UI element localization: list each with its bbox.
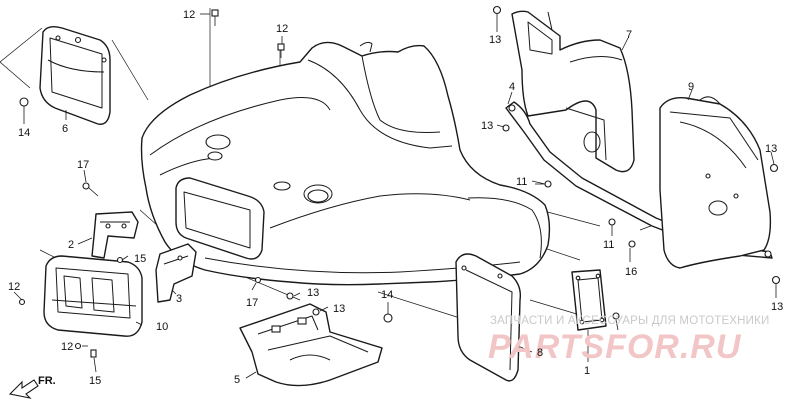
bolt-icon [286, 292, 294, 300]
callout-11: 11 [516, 176, 527, 188]
callout-13: 13 [307, 287, 319, 299]
part-3-bracket [155, 243, 197, 303]
watermark-tagline: ЗАПЧАСТИ И АКСЕССУАРЫ ДЛЯ МОТОТЕХНИКИ [490, 315, 770, 327]
part-10-headlight-case [43, 255, 143, 337]
watermark-logo: PARTSFOR.RU [488, 328, 742, 366]
callout-13: 13 [765, 143, 777, 155]
callout-6: 6 [62, 123, 68, 135]
screw-icon [90, 349, 97, 358]
bolt-icon [312, 308, 320, 316]
callout-17: 17 [246, 297, 258, 309]
nut-icon [383, 313, 393, 323]
part-8-flap [455, 253, 522, 382]
callout-15: 15 [89, 375, 101, 387]
callout-13: 13 [481, 120, 493, 132]
screw-icon [18, 298, 26, 306]
watermark: ЗАПЧАСТИ И АКСЕССУАРЫ ДЛЯ МОТОТЕХНИКИ PA… [488, 315, 770, 366]
part-4-stay [505, 101, 773, 259]
callout-2: 2 [68, 239, 74, 251]
nut-icon [19, 97, 29, 107]
nut-icon [769, 163, 779, 173]
callout-5: 5 [234, 374, 240, 386]
part-1-plate [571, 269, 607, 331]
callout-13: 13 [333, 303, 345, 315]
callout-7: 7 [626, 29, 632, 41]
bolt-icon [277, 43, 285, 58]
part-5-tray [239, 303, 383, 387]
callout-14: 14 [18, 127, 30, 139]
callout-12: 12 [61, 341, 73, 353]
callout-12: 12 [183, 9, 195, 21]
callout-12: 12 [8, 281, 20, 293]
callout-12: 12 [276, 23, 288, 35]
screw-icon [628, 240, 636, 248]
screw-icon [82, 182, 99, 197]
callout-14: 14 [381, 289, 393, 301]
front-direction-label: FR. [38, 375, 56, 387]
callout-8: 8 [537, 347, 543, 359]
nut-icon [492, 5, 502, 15]
screw-icon [254, 276, 262, 284]
hardware [18, 5, 781, 358]
callout-13: 13 [489, 34, 501, 46]
leader-lines [13, 13, 777, 379]
callout-16: 16 [625, 266, 637, 278]
screw-icon [74, 342, 82, 350]
part-2-bracket [91, 211, 139, 259]
callout-10: 10 [156, 321, 168, 333]
screw-icon [612, 312, 620, 320]
callout-15: 15 [134, 253, 146, 265]
front-direction-arrow-icon [8, 379, 39, 399]
callout-3: 3 [176, 293, 182, 305]
screw-icon [608, 218, 616, 236]
callout-11: 11 [603, 239, 614, 251]
callout-labels: 12 12 13 7 14 6 4 13 9 17 11 13 2 11 16 … [8, 9, 783, 387]
front-fender-body [140, 41, 551, 286]
part-6-flap [39, 25, 111, 125]
callout-1: 1 [584, 365, 590, 377]
callout-13: 13 [771, 301, 783, 313]
callout-9: 9 [688, 81, 694, 93]
callout-17: 17 [77, 159, 89, 171]
part-9-mudguard [659, 96, 772, 269]
part-7-mudguard [511, 10, 635, 173]
nut-icon [771, 275, 781, 285]
bolt-icon [211, 9, 219, 26]
screw-icon [116, 256, 124, 264]
nut-icon [502, 124, 510, 132]
callout-4: 4 [509, 81, 515, 93]
